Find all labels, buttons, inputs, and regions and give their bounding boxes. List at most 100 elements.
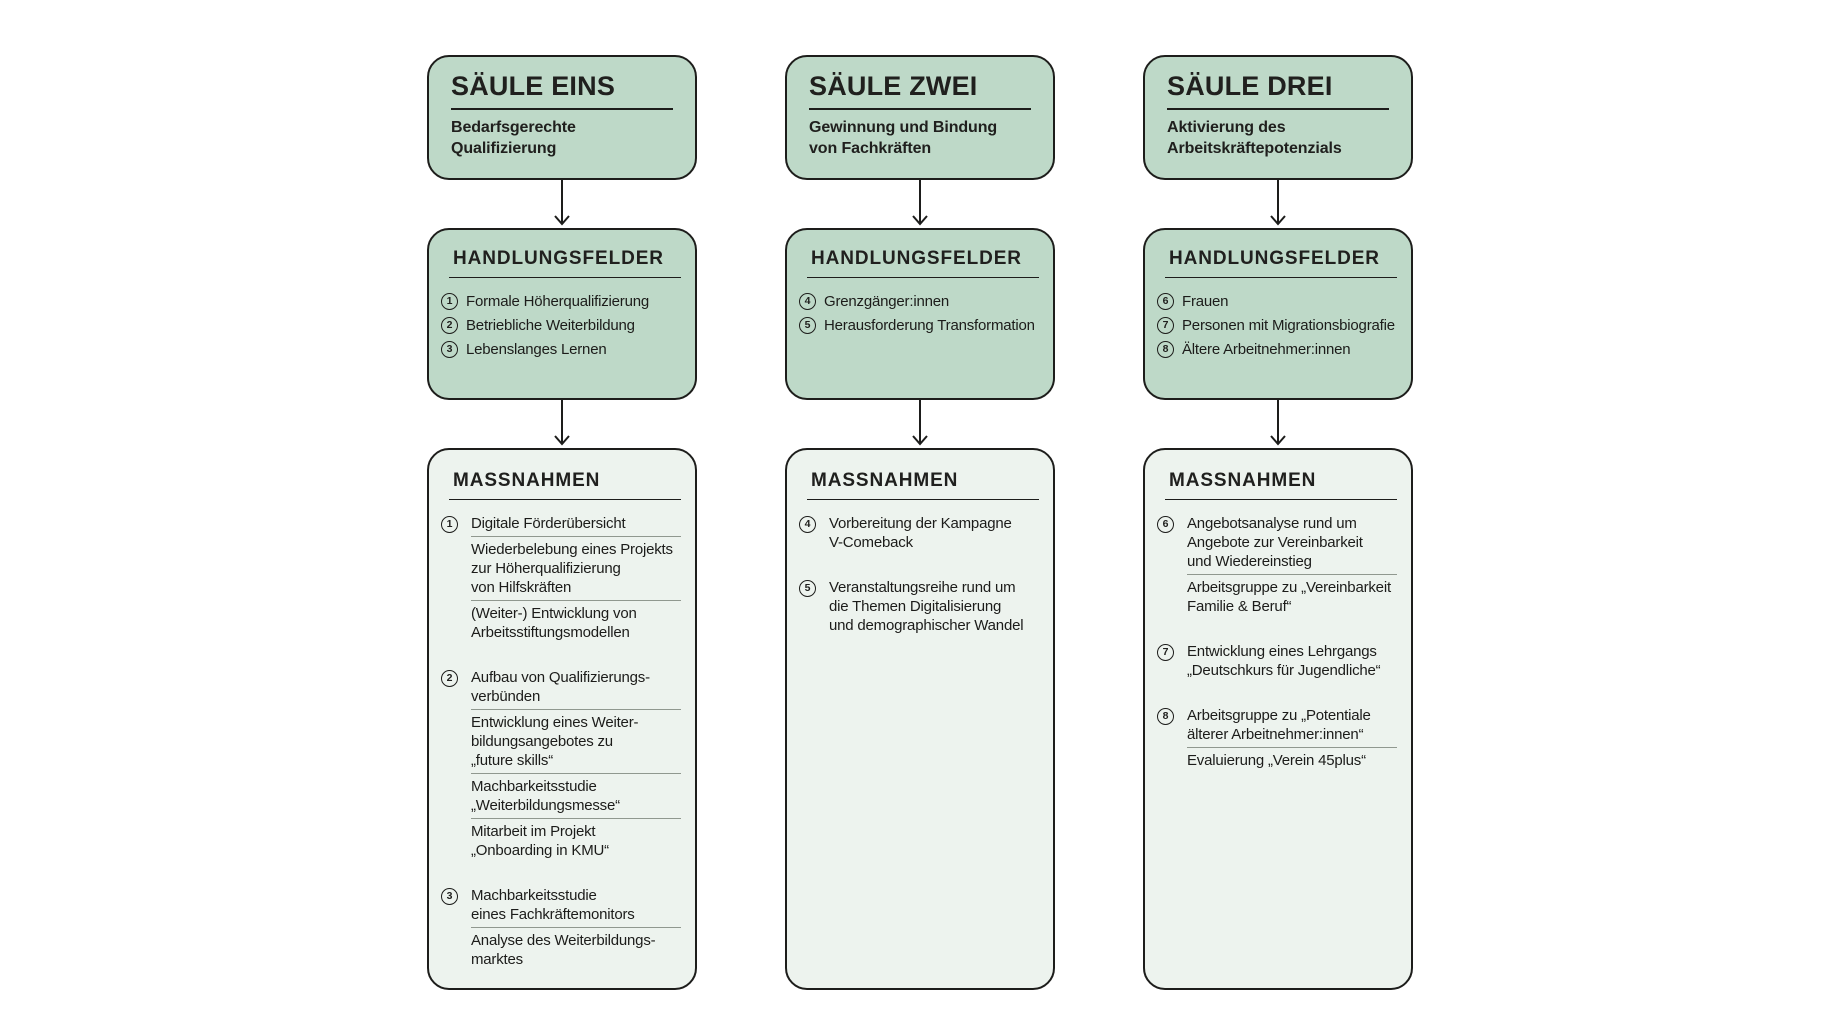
- arrow-down-icon: [1269, 180, 1287, 228]
- measure-item: Wiederbelebung eines Projekts zur Höherq…: [471, 535, 681, 597]
- measure-group: 3 Machbarkeitsstudie eines Fachkräftemoni…: [441, 886, 681, 969]
- massnahmen-heading: MASSNAHMEN: [1169, 470, 1317, 491]
- pillar-title: SÄULE ZWEI: [809, 71, 978, 101]
- handlungsfelder-heading: HANDLUNGSFELDER: [1169, 248, 1380, 269]
- arrow-down-icon: [1269, 400, 1287, 448]
- number-badge: 2: [441, 316, 458, 334]
- pillar-header-box: SÄULE DREI Aktivierung des Arbeitskräfte…: [1143, 55, 1413, 180]
- field-label: Grenzgänger:innen: [824, 292, 950, 310]
- number-badge: 1: [441, 292, 458, 310]
- measure-item: Angebotsanalyse rund um Angebote zur Ver…: [1187, 514, 1363, 570]
- number-badge: 4: [799, 515, 816, 533]
- field-label: Ältere Arbeitnehmer:innen: [1182, 340, 1351, 358]
- measure-item: Entwicklung eines Lehrgangs „Deutschkurs…: [1187, 642, 1381, 679]
- measures-list: 6 Angebotsanalyse rund um Angebote zur Ve…: [1157, 514, 1397, 770]
- measure-group: 8 Arbeitsgruppe zu „Potentiale älterer Ar…: [1157, 706, 1397, 770]
- heading-divider: [807, 498, 1039, 500]
- field-label: Formale Höherqualifizierung: [466, 292, 650, 310]
- arrow-down-icon: [553, 180, 571, 228]
- measure-item: Machbarkeitsstudie eines Fachkräftemonit…: [471, 886, 635, 923]
- handlungsfelder-box: HANDLUNGSFELDER 6 Frauen 7 Personen mit Mig…: [1143, 228, 1413, 400]
- number-badge: 5: [799, 316, 816, 334]
- measure-item: Vorbereitung der Kampagne V-Comeback: [829, 514, 1012, 551]
- handlungsfelder-heading: HANDLUNGSFELDER: [811, 248, 1022, 269]
- field-label: Personen mit Migrationsbiografie: [1182, 316, 1395, 334]
- pillar-header-box: SÄULE ZWEI Gewinnung und Bindung von Fac…: [785, 55, 1055, 180]
- handlungsfelder-box: HANDLUNGSFELDER 1 Formale Höherqualifizie…: [427, 228, 697, 400]
- massnahmen-heading: MASSNAHMEN: [811, 470, 959, 491]
- pillar-subtitle: Bedarfsgerechte Qualifizierung: [451, 119, 576, 157]
- handlungsfelder-box: HANDLUNGSFELDER 4 Grenzgänger:innen 5 Herau…: [785, 228, 1055, 400]
- measure-item: Digitale Förderübersicht: [471, 514, 626, 532]
- heading-divider: [449, 276, 681, 278]
- field-item: 7 Personen mit Migrationsbiografie: [1157, 316, 1397, 335]
- arrow-down-icon: [911, 400, 929, 448]
- measure-group: 7 Entwicklung eines Lehrgangs „Deutschkur…: [1157, 642, 1397, 680]
- measure-item: (Weiter-) Entwicklung von Arbeitsstiftun…: [471, 599, 681, 642]
- title-divider: [809, 108, 1031, 111]
- massnahmen-box: MASSNAHMEN 6 Angebotsanalyse rund um Ange…: [1143, 448, 1413, 990]
- measure-item: Veranstaltungsreihe rund um die Themen D…: [829, 578, 1024, 634]
- field-item: 2 Betriebliche Weiterbildung: [441, 316, 681, 335]
- number-badge: 6: [1157, 292, 1174, 310]
- number-badge: 3: [441, 340, 458, 358]
- measure-item: Entwicklung eines Weiter- bildungsangebo…: [471, 708, 681, 770]
- number-badge: 8: [1157, 340, 1174, 358]
- fields-list: 4 Grenzgänger:innen 5 Herausforderung Trans…: [799, 292, 1039, 335]
- number-badge: 1: [441, 515, 458, 533]
- heading-divider: [449, 498, 681, 500]
- measure-item: Machbarkeitsstudie „Weiterbildungsmesse“: [471, 772, 681, 815]
- field-label: Betriebliche Weiterbildung: [466, 316, 635, 334]
- pillar-title: SÄULE DREI: [1167, 71, 1333, 101]
- number-badge: 6: [1157, 515, 1174, 533]
- heading-divider: [807, 276, 1039, 278]
- title-divider: [451, 108, 673, 111]
- number-badge: 3: [441, 887, 458, 905]
- measure-item: Arbeitsgruppe zu „Vereinbarkeit Familie …: [1187, 573, 1397, 616]
- pillar-column-2: SÄULE ZWEI Gewinnung und Bindung von Fac…: [785, 55, 1055, 990]
- number-badge: 2: [441, 669, 458, 687]
- pillar-flow-diagram: SÄULE EINS Bedarfsgerechte Qualifizierun…: [427, 55, 1413, 990]
- fields-list: 6 Frauen 7 Personen mit Migrationsbiografie…: [1157, 292, 1397, 359]
- pillar-header-box: SÄULE EINS Bedarfsgerechte Qualifizierun…: [427, 55, 697, 180]
- measure-item: Arbeitsgruppe zu „Potentiale älterer Arb…: [1187, 706, 1371, 743]
- measures-list: 4 Vorbereitung der Kampagne V-Comeback 5 Ve…: [799, 514, 1039, 635]
- measure-item: Analyse des Weiterbildungs- marktes: [471, 926, 681, 969]
- pillar-column-1: SÄULE EINS Bedarfsgerechte Qualifizierun…: [427, 55, 697, 990]
- measure-item: Aufbau von Qualifizierungs- verbünden: [471, 668, 650, 705]
- arrow-down-icon: [911, 180, 929, 228]
- field-item: 5 Herausforderung Transformation: [799, 316, 1039, 335]
- pillar-subtitle: Gewinnung und Bindung von Fachkräften: [809, 119, 998, 157]
- number-badge: 7: [1157, 316, 1174, 334]
- pillar-column-3: SÄULE DREI Aktivierung des Arbeitskräfte…: [1143, 55, 1413, 990]
- pillar-title: SÄULE EINS: [451, 71, 616, 101]
- field-item: 6 Frauen: [1157, 292, 1397, 311]
- field-item: 3 Lebenslanges Lernen: [441, 340, 681, 359]
- massnahmen-heading: MASSNAHMEN: [453, 470, 601, 491]
- field-item: 1 Formale Höherqualifizierung: [441, 292, 681, 311]
- heading-divider: [1165, 498, 1397, 500]
- field-label: Herausforderung Transformation: [824, 316, 1035, 334]
- fields-list: 1 Formale Höherqualifizierung 2 Betrieblich…: [441, 292, 681, 359]
- heading-divider: [1165, 276, 1397, 278]
- field-label: Frauen: [1182, 292, 1229, 310]
- number-badge: 4: [799, 292, 816, 310]
- measure-group: 4 Vorbereitung der Kampagne V-Comeback: [799, 514, 1039, 552]
- number-badge: 7: [1157, 643, 1174, 661]
- number-badge: 8: [1157, 707, 1174, 725]
- measure-item: Mitarbeit im Projekt „Onboarding in KMU“: [471, 817, 681, 860]
- handlungsfelder-heading: HANDLUNGSFELDER: [453, 248, 664, 269]
- measure-group: 6 Angebotsanalyse rund um Angebote zur Ve…: [1157, 514, 1397, 616]
- pillar-subtitle: Aktivierung des Arbeitskräftepotenzials: [1167, 119, 1342, 157]
- field-label: Lebenslanges Lernen: [466, 340, 607, 358]
- field-item: 8 Ältere Arbeitnehmer:innen: [1157, 340, 1397, 359]
- number-badge: 5: [799, 579, 816, 597]
- title-divider: [1167, 108, 1389, 111]
- measure-group: 5 Veranstaltungsreihe rund um die Themen …: [799, 578, 1039, 635]
- arrow-down-icon: [553, 400, 571, 448]
